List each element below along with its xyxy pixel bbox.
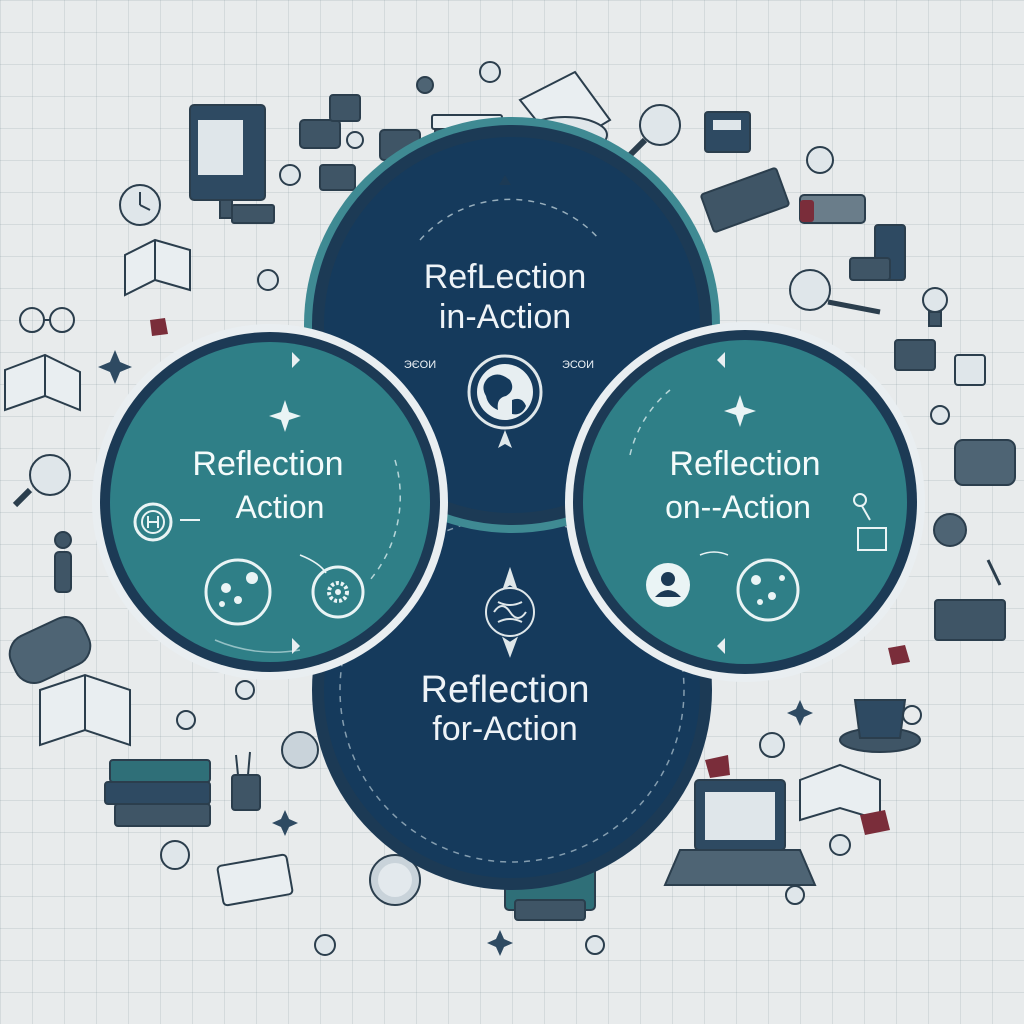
left-circle-line1: Reflection xyxy=(192,445,343,483)
top-circle-line1: RefLection xyxy=(424,258,587,296)
magnifier-icon xyxy=(622,104,681,163)
gear-icon xyxy=(933,513,967,547)
coffee-cup-icon xyxy=(839,699,922,753)
magnifier-icon xyxy=(12,454,71,508)
top-circle-line2: in-Action xyxy=(439,298,571,336)
hospital-badge-icon xyxy=(133,502,173,542)
globe-icon xyxy=(369,854,421,906)
gear-icon xyxy=(311,565,365,619)
glasses-icon xyxy=(19,307,75,333)
top-circle-side-left: ЭЄОИ xyxy=(404,359,436,371)
circle-reflection-action: Reflection Action xyxy=(92,324,448,680)
book-icon xyxy=(124,238,191,297)
sparkle-icon xyxy=(724,395,756,427)
ideas-bubble-icon xyxy=(204,558,272,626)
right-circle-line1: Reflection xyxy=(669,445,820,483)
person-icon xyxy=(646,563,690,607)
tablet-icon xyxy=(216,853,294,907)
chart-icon xyxy=(853,493,887,551)
lightbulb-icon xyxy=(922,287,948,327)
arrow-icon xyxy=(299,554,327,574)
globe-icon xyxy=(467,354,543,448)
magnifier-icon xyxy=(789,269,881,315)
book-icon xyxy=(4,353,81,412)
notebook-icon xyxy=(704,111,751,153)
bottom-circle-line2: for-Action xyxy=(432,710,578,748)
right-circle-line2: on--Action xyxy=(665,489,811,525)
box-icon xyxy=(894,339,986,386)
bottom-circle-line1: Reflection xyxy=(421,669,590,711)
top-circle-side-right: ЭСОИ xyxy=(562,359,594,371)
left-circle-line2: Action xyxy=(236,489,325,525)
keyboard-icon xyxy=(700,167,790,233)
decorative-icons xyxy=(4,61,1016,956)
keyboard-icon xyxy=(934,599,1006,641)
pencil-cup-icon xyxy=(231,751,261,811)
ideas-bubble-icon xyxy=(736,558,800,622)
sparkle-icon xyxy=(269,400,301,432)
book-icon xyxy=(39,673,131,747)
sparkle-icon xyxy=(98,350,813,956)
circle-reflection-on-action: Reflection on--Action xyxy=(565,322,925,682)
globe-icon xyxy=(281,731,319,769)
book-icon xyxy=(799,763,881,822)
badge-icon xyxy=(160,146,950,956)
brain-icon xyxy=(485,566,535,658)
clock-icon xyxy=(119,184,161,226)
scroll-icon xyxy=(8,616,92,684)
pin-icon xyxy=(416,61,501,94)
laptop-icon xyxy=(663,779,817,886)
books-stack-icon xyxy=(104,759,211,827)
arrow-icon xyxy=(699,551,729,556)
monitor-icon xyxy=(189,104,275,224)
ruler-icon xyxy=(986,559,1002,586)
person-icon xyxy=(54,531,72,593)
ring-markers xyxy=(292,175,725,654)
pencil-holder-icon xyxy=(849,224,906,281)
camera-icon xyxy=(299,94,421,191)
drum-icon xyxy=(954,439,1016,486)
